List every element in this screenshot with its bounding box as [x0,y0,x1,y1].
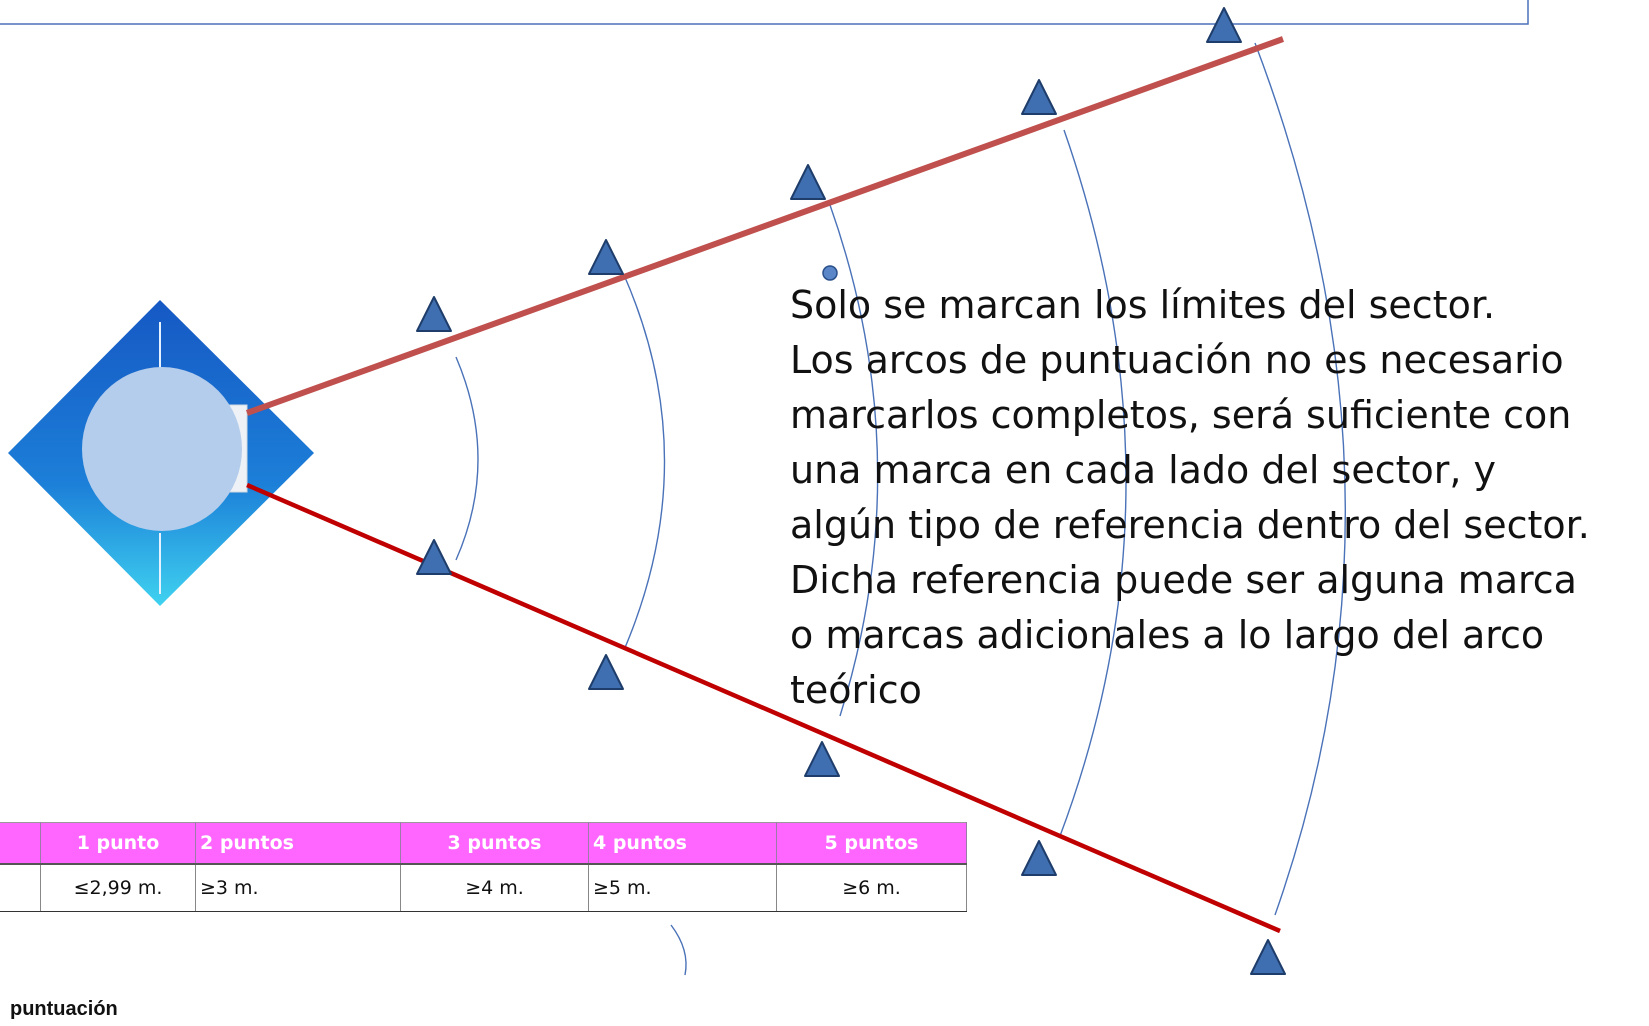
note-line: Solo se marcan los límites del sector. [790,283,1496,327]
scoring-arc-1 [455,356,479,561]
scoring-arc-partial [670,924,687,976]
cone-marker-icon [416,539,452,575]
scoring-table-header-row: 1 punto 2 puntos 3 puntos 4 puntos 5 pun… [0,822,967,864]
cone-marker-icon [790,164,826,200]
cone-marker-icon [588,654,624,690]
cone-marker-icon [1021,79,1057,115]
table-row: ≤2,99 m. ≥3 m. ≥4 m. ≥5 m. ≥6 m. [0,863,967,912]
scoring-arc-5 [1254,42,1346,916]
table-cell: ≥6 m. [776,863,967,912]
table-header-cell: 4 puntos [588,822,777,864]
throwing-circle-icon [8,300,314,606]
scoring-arcs [455,42,1346,976]
table-cell: ≥3 m. [195,863,401,912]
reference-dot [822,265,838,281]
note-line: una marca en cada lado del sector, y [790,448,1497,492]
scoring-arc-2 [623,274,666,651]
table-header-cell: 1 punto [40,822,196,864]
cone-marker-icon [416,296,452,332]
note-line: Los arcos de puntuación no es necesario [790,338,1564,382]
table-caption: puntuación [10,998,118,1020]
throwing-circle [82,367,242,531]
note-line: algún tipo de referencia dentro del sect… [790,503,1590,547]
scoring-arc-3 [829,204,879,717]
sector-upper-line [245,36,1285,416]
note-line: teórico [790,668,922,712]
scoring-arc-4 [1059,129,1127,837]
markers-upper [416,7,1242,332]
cone-marker-icon [804,741,840,777]
table-cell [0,863,41,912]
cone-marker-icon [1021,840,1057,876]
table-cell: ≥5 m. [588,863,777,912]
sector-lower-line [246,482,1281,934]
explanatory-note: Solo se marcan los límites del sector. L… [790,278,1590,718]
markers-lower [416,539,1286,975]
table-cell: ≤2,99 m. [40,863,196,912]
cone-marker-icon [1206,7,1242,43]
table-header-cell [0,822,41,864]
table-cell: ≥4 m. [400,863,589,912]
table-header-cell: 3 puntos [400,822,589,864]
note-line: Dicha referencia puede ser alguna marca [790,558,1577,602]
note-line: o marcas adicionales a lo largo del arco [790,613,1545,657]
cone-marker-icon [588,239,624,275]
scoring-table: 1 punto 2 puntos 3 puntos 4 puntos 5 pun… [0,822,967,912]
table-header-cell: 2 puntos [195,822,401,864]
frame-border [0,0,1529,25]
cone-marker-icon [1250,939,1286,975]
note-line: marcarlos completos, será suficiente con [790,393,1572,437]
table-header-cell: 5 puntos [776,822,967,864]
